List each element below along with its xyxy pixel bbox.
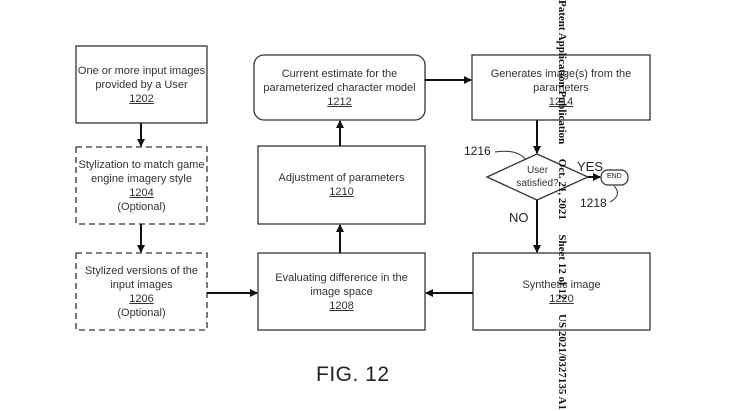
box-1204 [75, 146, 208, 225]
node-1210-text: Adjustment of parameters 1210 [258, 146, 425, 224]
node-1220-text: Synthetic image 1220 [473, 253, 650, 330]
node-1220-ref: 1220 [549, 292, 574, 305]
node-1208-line-1: Evaluating difference in the [275, 271, 408, 284]
header-sheet: Sheet 12 of 12 [556, 234, 568, 300]
node-1210-line-1: Adjustment of parameters [278, 172, 405, 184]
leader-1218 [609, 185, 618, 203]
node-1206-text: Stylized versions of the input images 12… [76, 253, 207, 330]
node-1214-line-2: parameters [533, 81, 589, 94]
box-1202 [75, 45, 208, 124]
node-1206-ref: 1206 [129, 292, 154, 305]
node-1202-ref: 1202 [129, 92, 154, 105]
box-1220 [472, 252, 651, 331]
node-1204-line-1: Stylization to match game [78, 158, 205, 171]
leader-1216 [494, 150, 527, 161]
node-1208-ref: 1208 [329, 299, 354, 312]
node-1218-text: END [607, 173, 622, 180]
node-1204-ref: 1204 [129, 186, 154, 199]
node-1206-line-1: Stylized versions of the [84, 264, 199, 277]
node-1204-line-2: engine imagery style [91, 172, 192, 185]
node-1212-line-2: parameterized character model [263, 81, 416, 94]
node-1212-text: Current estimate for the parameterized c… [254, 55, 425, 120]
node-1208-line-2: image space [310, 285, 373, 298]
box-1210 [257, 145, 426, 225]
ref-label-1218: 1218 [580, 196, 607, 210]
node-1216-line-2: satisfied? [516, 178, 559, 189]
node-1202-line-1: One or more input images [77, 64, 206, 77]
header-publication: Patent Application Publication [556, 0, 568, 145]
box-1206 [75, 252, 208, 331]
node-1216-text: User satisfied? [487, 154, 588, 200]
edge-label-no: NO [509, 210, 529, 225]
figure-label: FIG. 12 [316, 363, 390, 386]
node-1204-text: Stylization to match game engine imagery… [76, 147, 207, 224]
node-1214-text: Generates image(s) from the parameters 1… [472, 55, 650, 120]
node-1202-line-2: provided by a User [95, 78, 188, 91]
edge-label-yes: YES [577, 159, 604, 174]
node-1214-line-1: Generates image(s) from the [490, 67, 632, 80]
node-1208-text: Evaluating difference in the image space… [258, 253, 425, 330]
node-1214-ref: 1214 [548, 95, 574, 108]
node-1220-line-1: Synthetic image [522, 278, 601, 291]
patent-header: Patent Application Publication Oct. 21, … [552, 0, 568, 410]
ref-label-1216: 1216 [464, 144, 491, 158]
node-1202-text: One or more input images provided by a U… [76, 46, 207, 123]
header-number: US 2021/0327135 A1 [556, 314, 568, 410]
node-1216-line-1: User [526, 165, 549, 176]
header-date: Oct. 21, 2021 [556, 158, 568, 220]
box-1208 [257, 252, 426, 331]
node-1206-note: (Optional) [117, 306, 166, 319]
node-1210-ref: 1210 [329, 186, 354, 198]
node-1212-line-1: Current estimate for the [281, 67, 398, 80]
node-1212-ref: 1212 [327, 95, 352, 108]
box-1214 [471, 54, 651, 121]
node-1206-line-2: input images [110, 278, 173, 291]
node-1204-note: (Optional) [117, 200, 166, 213]
terminal-1218 [600, 169, 629, 186]
